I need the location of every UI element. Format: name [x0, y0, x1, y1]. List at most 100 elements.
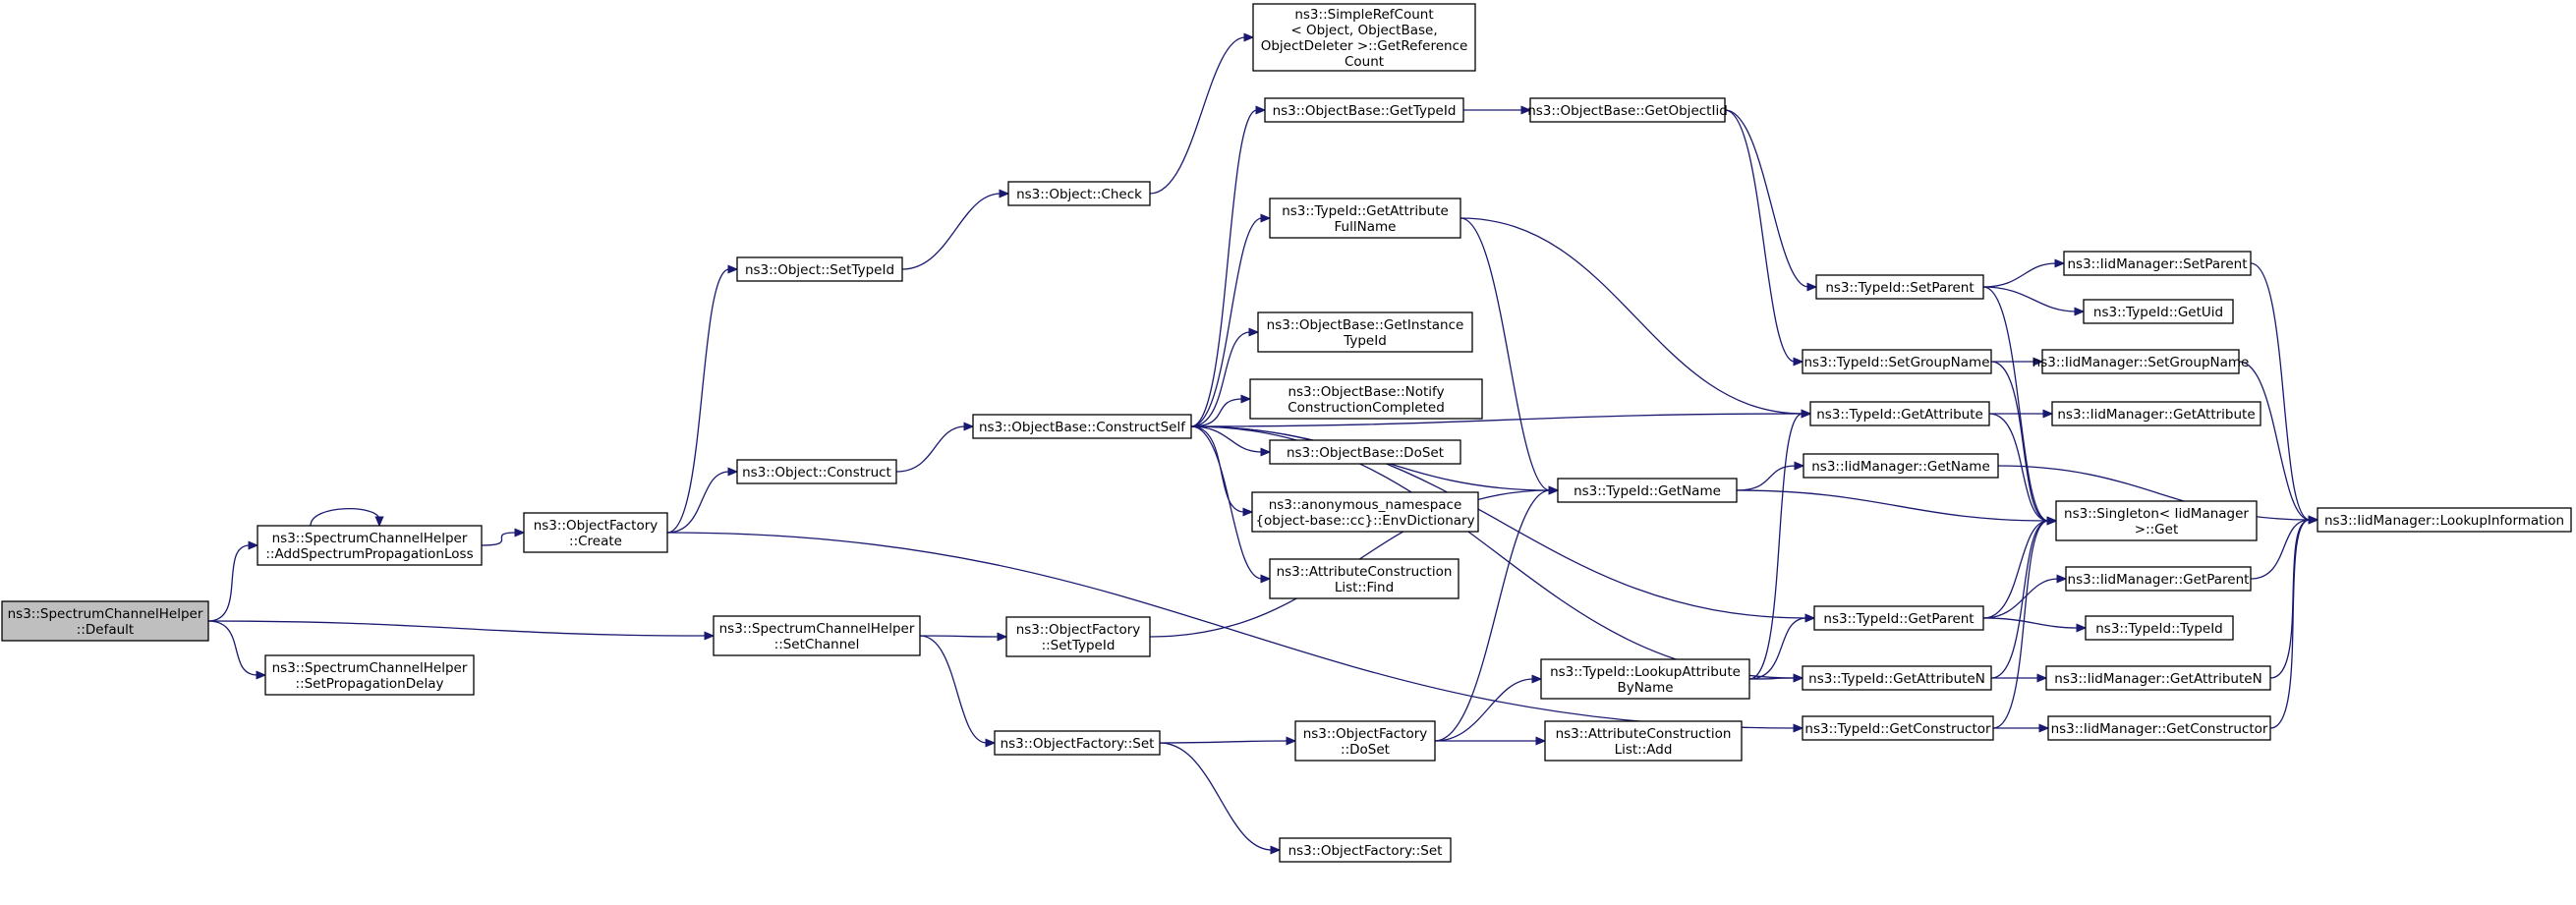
edge-n28-n36	[1988, 409, 2054, 419]
node-n35[interactable]: ns3::IidManager::SetGroupName	[2032, 349, 2250, 374]
node-box	[2085, 615, 2234, 641]
edge-n22-n26	[1724, 109, 1818, 292]
arrowhead	[1793, 673, 1804, 683]
edge-n35-n42	[2238, 361, 2319, 525]
edge-n11-n14	[1190, 213, 1272, 427]
node-label: ns3::IidManager::SetGroupName	[2032, 355, 2250, 370]
node-label: < Object, ObjectBase,	[1290, 23, 1437, 38]
node-label: ns3::Object::SetTypeId	[745, 262, 894, 278]
edge-n32-n41	[1993, 723, 2050, 733]
node-n40[interactable]: ns3::IidManager::GetAttributeN	[2045, 665, 2271, 691]
node-box	[736, 256, 903, 282]
node-n16[interactable]: ns3::ObjectBase::NotifyConstructionCompl…	[1249, 378, 1483, 420]
edge-line	[1982, 617, 2079, 629]
node-n36[interactable]: ns3::IidManager::GetAttribute	[2051, 401, 2261, 426]
node-n20[interactable]: ns3::ObjectFactory::DoSet	[1294, 720, 1436, 762]
edge-line	[481, 532, 517, 546]
arrowhead	[1535, 736, 1547, 746]
node-n23[interactable]: ns3::TypeId::GetName	[1557, 478, 1738, 503]
node-n4[interactable]: ns3::ObjectFactory::Create	[523, 512, 668, 553]
node-label: ConstructionCompleted	[1288, 400, 1445, 416]
edge-line	[1982, 262, 2057, 288]
arrowhead	[1248, 327, 1260, 337]
edge-n4-n32	[666, 532, 1804, 733]
node-n21[interactable]: ns3::ObjectFactory::Set	[1279, 837, 1452, 863]
node-n8[interactable]: ns3::ObjectFactory::SetTypeId	[1005, 616, 1151, 657]
edge-line	[1982, 520, 2049, 619]
node-label: ns3::Singleton< IidManager	[2064, 506, 2249, 522]
node-n22[interactable]: ns3::ObjectBase::GetObjectIid	[1527, 97, 1728, 123]
edge-line	[1982, 578, 2059, 619]
node-label: ns3::SpectrumChannelHelper	[272, 660, 468, 676]
node-box	[1803, 453, 1999, 479]
node-n42[interactable]: ns3::IidManager::LookupInformation	[2317, 507, 2572, 533]
edge-line	[310, 508, 380, 527]
node-n11[interactable]: ns3::ObjectBase::ConstructSelf	[972, 414, 1192, 439]
node-label: ns3::ObjectFactory	[534, 518, 658, 534]
node-box	[2065, 566, 2252, 592]
edge-n2-n2	[310, 508, 384, 528]
node-label: FullName	[1335, 219, 1397, 235]
node-n33[interactable]: ns3::IidManager::SetParent	[2063, 251, 2252, 276]
node-n5[interactable]: ns3::SpectrumChannelHelper::SetChannel	[713, 615, 921, 656]
node-n32[interactable]: ns3::TypeId::GetConstructor	[1802, 715, 1994, 741]
node-label: Count	[1345, 54, 1384, 70]
node-box	[2041, 349, 2240, 374]
node-n10[interactable]: ns3::Object::Check	[1007, 181, 1151, 206]
arrowhead	[1243, 32, 1255, 42]
node-n39[interactable]: ns3::TypeId::TypeId	[2085, 615, 2234, 641]
node-n2[interactable]: ns3::SpectrumChannelHelper::AddSpectrumP…	[257, 525, 483, 566]
edge-line	[1190, 217, 1263, 427]
edge-line	[666, 268, 730, 534]
node-n38[interactable]: ns3::IidManager::GetParent	[2065, 566, 2252, 592]
node-n31[interactable]: ns3::TypeId::GetAttributeN	[1802, 665, 1992, 691]
arrowhead	[1804, 613, 1816, 623]
node-n7[interactable]: ns3::Object::Construct	[736, 459, 897, 484]
edge-line	[2250, 262, 2311, 521]
node-n29[interactable]: ns3::IidManager::GetName	[1803, 453, 1999, 479]
node-label: ns3::IidManager::GetName	[1811, 459, 1990, 475]
nodes-layer: ns3::SpectrumChannelHelper::Defaultns3::…	[1, 3, 2572, 863]
edge-line	[895, 425, 966, 473]
edge-n30-n39	[1982, 617, 2088, 633]
edge-n32-n37	[1992, 516, 2058, 729]
node-n12[interactable]: ns3::SimpleRefCount< Object, ObjectBase,…	[1252, 3, 1476, 72]
node-n28[interactable]: ns3::TypeId::GetAttribute	[1809, 401, 1990, 426]
node-n27[interactable]: ns3::TypeId::SetGroupName	[1802, 349, 1992, 374]
node-n13[interactable]: ns3::ObjectBase::GetTypeId	[1264, 97, 1464, 123]
node-n18[interactable]: ns3::anonymous_namespace{object-base::cc…	[1251, 491, 1479, 533]
node-n34[interactable]: ns3::TypeId::GetUid	[2083, 299, 2234, 324]
edge-line	[1997, 465, 2311, 521]
edge-n5-n9	[919, 635, 997, 748]
node-box	[1249, 378, 1483, 420]
node-n26[interactable]: ns3::TypeId::SetParent	[1815, 274, 1984, 300]
edge-line	[666, 471, 730, 534]
edge-line	[1724, 109, 1809, 288]
node-label: ns3::ObjectBase::ConstructSelf	[979, 420, 1186, 435]
arrowhead	[2074, 307, 2086, 316]
arrowhead	[2076, 623, 2088, 633]
node-label: ::Create	[569, 534, 622, 549]
node-box	[523, 512, 668, 553]
node-label: List::Add	[1615, 742, 1673, 758]
node-n37[interactable]: ns3::Singleton< IidManager>::Get	[2055, 500, 2258, 541]
node-n1[interactable]: ns3::SpectrumChannelHelper::Default	[1, 600, 209, 642]
node-n30[interactable]: ns3::TypeId::GetParent	[1813, 605, 1984, 631]
node-n17[interactable]: ns3::ObjectBase::DoSet	[1269, 439, 1461, 465]
arrowhead	[1806, 282, 1818, 292]
edge-n6-n10	[901, 189, 1010, 270]
edge-line	[1990, 361, 2049, 522]
arrowhead	[727, 264, 739, 274]
node-n3[interactable]: ns3::SpectrumChannelHelper::SetPropagati…	[264, 654, 475, 696]
node-n6[interactable]: ns3::Object::SetTypeId	[736, 256, 903, 282]
node-n41[interactable]: ns3::IidManager::GetConstructor	[2047, 715, 2271, 741]
node-n9[interactable]: ns3::ObjectFactory::Set	[994, 730, 1161, 756]
node-box	[1264, 97, 1464, 123]
edge-n11-n15	[1190, 327, 1260, 427]
arrowhead	[2056, 574, 2068, 584]
